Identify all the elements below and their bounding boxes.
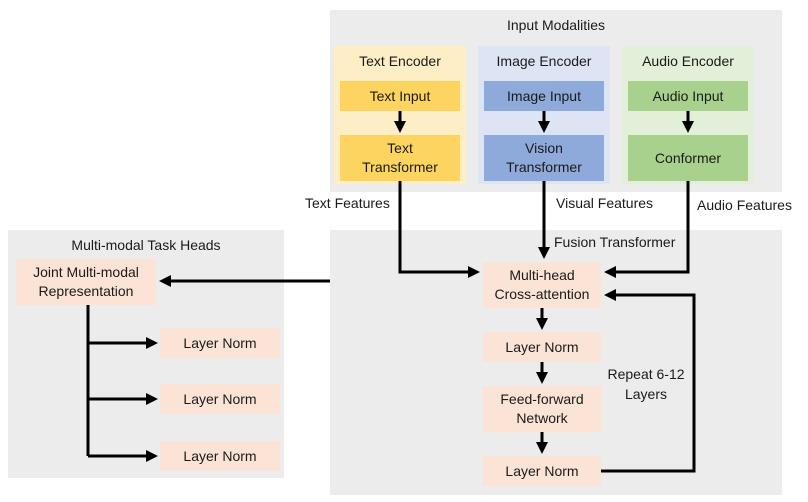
task-head-layer-norm-1-label: Layer Norm xyxy=(183,334,257,351)
text-encoder-title: Text Encoder xyxy=(359,53,441,69)
feed-forward-box: Feed-forward Network xyxy=(483,386,601,432)
joint-representation-box: Joint Multi-modal Representation xyxy=(16,259,156,305)
vision-transformer-line2: Transformer xyxy=(506,159,582,175)
text-features-label: Text Features xyxy=(305,195,390,211)
repeat-line2: Layers xyxy=(624,386,668,402)
task-head-layer-norm-3-label: Layer Norm xyxy=(183,447,257,464)
task-head-layer-norm-2: Layer Norm xyxy=(160,384,280,414)
task-head-layer-norm-3: Layer Norm xyxy=(160,441,280,471)
vision-transformer-line1: Vision xyxy=(525,140,563,156)
fusion-layer-norm-2: Layer Norm xyxy=(483,456,601,486)
text-transformer-box: Text Transformer xyxy=(340,135,460,181)
input-modalities-title: Input Modalities xyxy=(506,17,606,33)
fusion-layer-norm-2-label: Layer Norm xyxy=(505,462,579,479)
task-heads-title: Multi-modal Task Heads xyxy=(71,237,221,253)
visual-features-label: Visual Features xyxy=(556,195,654,211)
joint-representation-line2: Representation xyxy=(38,283,134,299)
audio-input-box: Audio Input xyxy=(628,81,748,111)
cross-attention-line1: Multi-head xyxy=(509,267,575,283)
text-input-label: Text Input xyxy=(369,87,431,104)
task-head-layer-norm-2-label: Layer Norm xyxy=(183,390,257,407)
fusion-layer-norm-1-label: Layer Norm xyxy=(505,338,579,355)
fusion-transformer-title: Fusion Transformer xyxy=(554,234,676,250)
conformer-label: Conformer xyxy=(654,149,722,166)
audio-input-label: Audio Input xyxy=(652,87,724,104)
feed-forward-line2: Network xyxy=(516,410,568,426)
repeat-line1: Repeat 6-12 xyxy=(607,366,685,382)
text-input-box: Text Input xyxy=(340,81,460,111)
image-input-box: Image Input xyxy=(484,81,604,111)
text-transformer-line2: Transformer xyxy=(362,159,438,175)
fusion-layer-norm-1: Layer Norm xyxy=(483,332,601,362)
joint-representation-line1: Joint Multi-modal xyxy=(33,264,139,280)
vision-transformer-box: Vision Transformer xyxy=(484,135,604,181)
conformer-box: Conformer xyxy=(628,135,748,181)
image-input-label: Image Input xyxy=(507,87,581,104)
text-transformer-line1: Text xyxy=(387,140,413,156)
cross-attention-line2: Cross-attention xyxy=(494,286,590,302)
audio-features-label: Audio Features xyxy=(697,197,792,213)
repeat-layers-label: Repeat 6-12 Layers xyxy=(600,364,692,404)
audio-encoder-title: Audio Encoder xyxy=(642,53,734,69)
cross-attention-box: Multi-head Cross-attention xyxy=(483,262,601,308)
feed-forward-line1: Feed-forward xyxy=(500,391,584,407)
task-head-layer-norm-1: Layer Norm xyxy=(160,328,280,358)
image-encoder-title: Image Encoder xyxy=(496,53,592,69)
